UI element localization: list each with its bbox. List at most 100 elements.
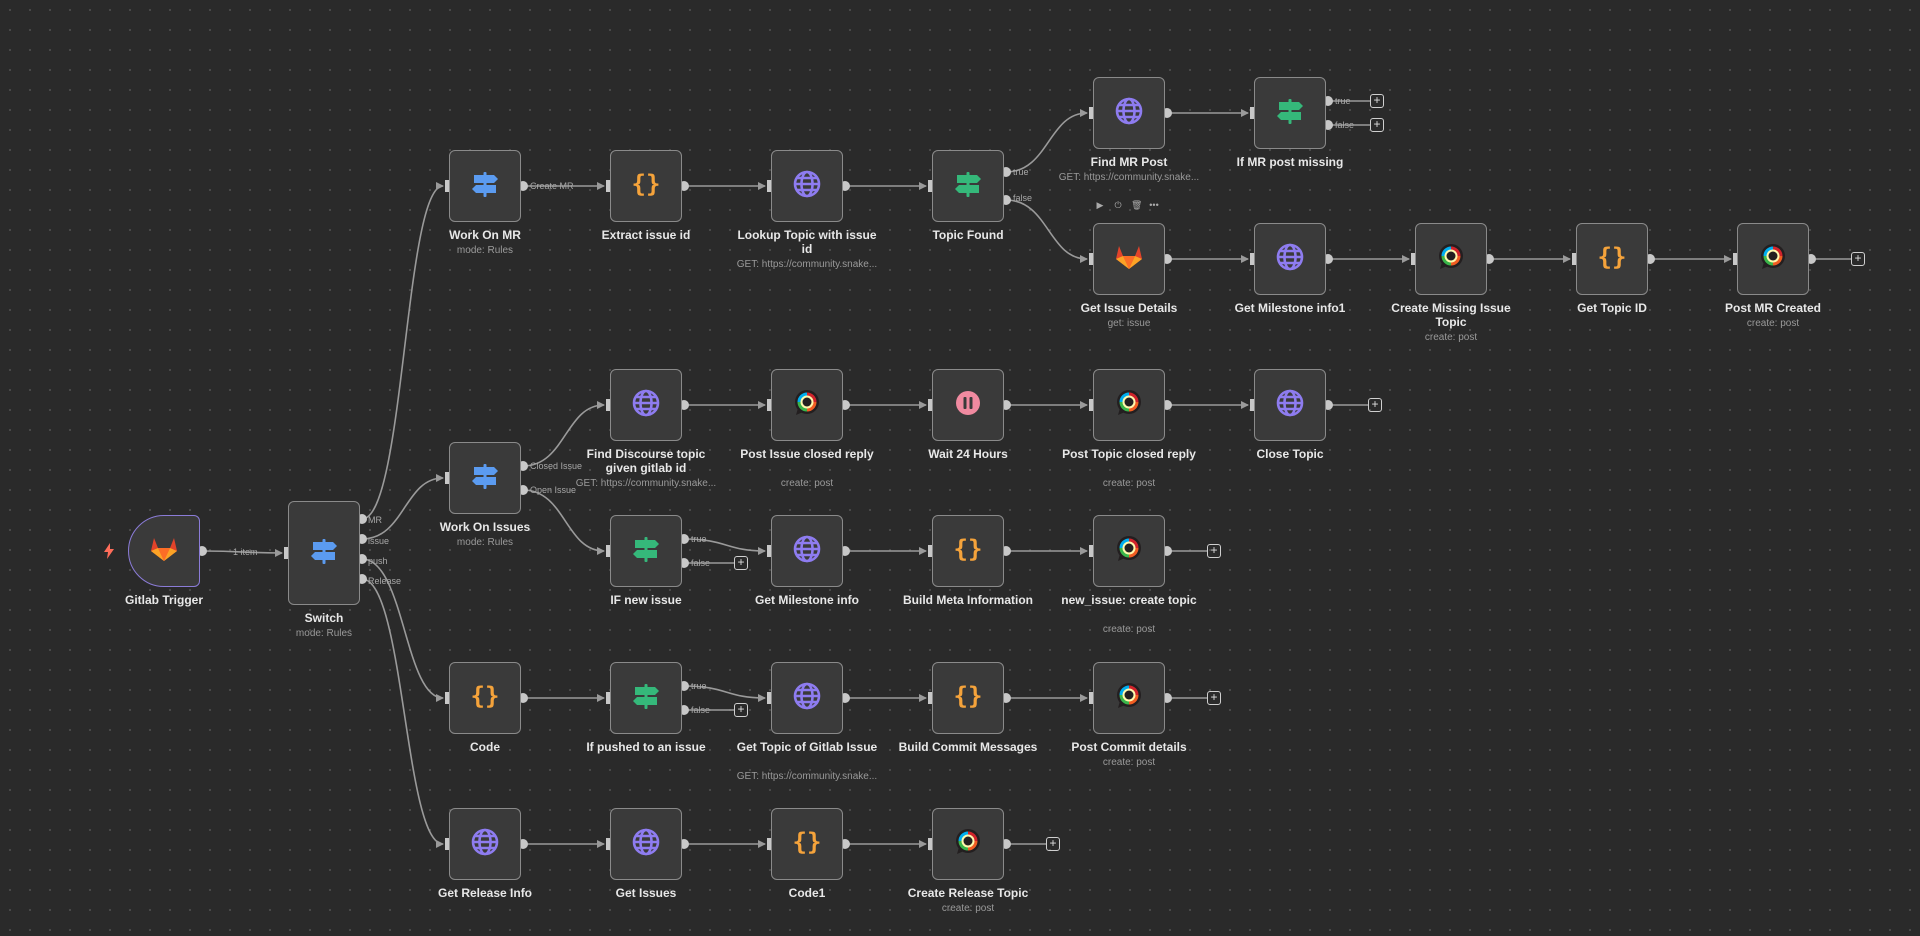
input-handle[interactable]	[1089, 253, 1093, 265]
connection-topic_found-find_mr_post[interactable]	[1005, 112, 1088, 173]
input-handle[interactable]	[606, 399, 610, 411]
node-post-mr-created[interactable]	[1737, 223, 1809, 295]
input-handle[interactable]	[928, 692, 932, 704]
connection-work_on_issues-find_discourse_topic[interactable]	[522, 404, 605, 467]
discourse-icon	[1112, 679, 1146, 718]
connection-switch-work_on_mr[interactable]	[361, 185, 444, 520]
connection-if_pushed_to_issue-get_topic_of_gitlab_issue[interactable]	[683, 685, 766, 699]
node-create-release-topic[interactable]	[932, 808, 1004, 880]
node-switch[interactable]	[288, 501, 360, 605]
switch-icon	[307, 534, 341, 573]
node-get-milestone-info1[interactable]	[1254, 223, 1326, 295]
add-node-button[interactable]: +	[1207, 691, 1221, 705]
node-wait-24-hours[interactable]	[932, 369, 1004, 441]
node-work-on-mr[interactable]	[449, 150, 521, 222]
node-create-missing-issue-topic[interactable]	[1415, 223, 1487, 295]
arrow-head	[758, 182, 766, 190]
add-node-button[interactable]: +	[1851, 252, 1865, 266]
input-handle[interactable]	[606, 545, 610, 557]
input-handle[interactable]	[445, 472, 449, 484]
input-handle[interactable]	[445, 838, 449, 850]
input-handle[interactable]	[767, 692, 771, 704]
input-handle[interactable]	[767, 399, 771, 411]
connection-switch-get_release_info[interactable]	[361, 578, 444, 845]
node-build-commit-messages[interactable]: {}	[932, 662, 1004, 734]
input-handle[interactable]	[1089, 545, 1093, 557]
input-handle[interactable]	[1733, 253, 1737, 265]
arrow-head	[436, 840, 444, 848]
node-post-issue-closed-reply[interactable]	[771, 369, 843, 441]
input-handle[interactable]	[767, 545, 771, 557]
node-title: Post Issue closed reply	[740, 447, 874, 461]
node-if-mr-post-missing[interactable]	[1254, 77, 1326, 149]
input-handle[interactable]	[1089, 399, 1093, 411]
connection-switch-work_on_issues[interactable]	[361, 477, 444, 540]
input-handle[interactable]	[928, 180, 932, 192]
node-if-new-issue[interactable]	[610, 515, 682, 587]
input-handle[interactable]	[928, 399, 932, 411]
node-find-mr-post[interactable]	[1093, 77, 1165, 149]
connection-switch-code[interactable]	[361, 558, 444, 699]
node-work-on-issues[interactable]	[449, 442, 521, 514]
input-handle[interactable]	[928, 545, 932, 557]
node-post-topic-closed-reply[interactable]	[1093, 369, 1165, 441]
input-handle[interactable]	[606, 180, 610, 192]
connection-work_on_issues-if_new_issue[interactable]	[522, 489, 605, 552]
node-lookup-topic[interactable]	[771, 150, 843, 222]
input-handle[interactable]	[928, 838, 932, 850]
node-get-issues[interactable]	[610, 808, 682, 880]
node-more-button[interactable]: •••	[1149, 200, 1159, 210]
node-post-commit-details[interactable]	[1093, 662, 1165, 734]
node-code[interactable]: {}	[449, 662, 521, 734]
add-node-button[interactable]: +	[1046, 837, 1060, 851]
node-gitlab-trigger[interactable]	[128, 515, 200, 587]
node-topic-found[interactable]	[932, 150, 1004, 222]
input-handle[interactable]	[1411, 253, 1415, 265]
input-handle[interactable]	[1250, 253, 1254, 265]
node-deactivate-button[interactable]: ⏻	[1114, 200, 1122, 210]
node-delete-button[interactable]: 🗑	[1131, 200, 1143, 210]
connection-if_new_issue-get_milestone_info[interactable]	[683, 538, 766, 552]
add-node-button[interactable]: +	[1370, 118, 1384, 132]
input-handle[interactable]	[1250, 107, 1254, 119]
node-title: Code	[470, 740, 500, 754]
node-find-discourse-topic[interactable]	[610, 369, 682, 441]
add-node-button[interactable]: +	[1368, 398, 1382, 412]
node-code1[interactable]: {}	[771, 808, 843, 880]
node-get-issue-details[interactable]	[1093, 223, 1165, 295]
input-handle[interactable]	[606, 838, 610, 850]
node-title: If pushed to an issue	[586, 740, 706, 754]
input-handle[interactable]	[445, 692, 449, 704]
node-close-topic[interactable]	[1254, 369, 1326, 441]
node-execute-button[interactable]: ▶	[1096, 200, 1104, 210]
connection-gitlab_trigger-switch[interactable]	[201, 550, 283, 554]
node-new-issue-create-topic[interactable]	[1093, 515, 1165, 587]
add-node-button[interactable]: +	[1207, 544, 1221, 558]
input-handle[interactable]	[1089, 107, 1093, 119]
input-handle[interactable]	[1250, 399, 1254, 411]
node-get-milestone-info[interactable]	[771, 515, 843, 587]
node-if-pushed-to-issue[interactable]	[610, 662, 682, 734]
node-get-topic-id[interactable]: {}	[1576, 223, 1648, 295]
input-handle[interactable]	[1572, 253, 1576, 265]
node-extract-issue-id[interactable]: {}	[610, 150, 682, 222]
node-title: Get Topic ID	[1577, 301, 1647, 315]
edge-label-true: true	[691, 534, 707, 544]
add-node-button[interactable]: +	[734, 556, 748, 570]
connection-topic_found-get_issue_details[interactable]	[1005, 199, 1088, 260]
node-subtitle: create: post	[941, 903, 995, 914]
input-handle[interactable]	[606, 692, 610, 704]
arrow-head	[1080, 401, 1088, 409]
node-title: Get Issues	[615, 886, 677, 900]
input-handle[interactable]	[767, 838, 771, 850]
edge-label-false: false	[691, 705, 711, 715]
node-get-release-info[interactable]	[449, 808, 521, 880]
add-node-button[interactable]: +	[1370, 94, 1384, 108]
input-handle[interactable]	[767, 180, 771, 192]
input-handle[interactable]	[284, 547, 288, 559]
input-handle[interactable]	[1089, 692, 1093, 704]
node-get-topic-of-gitlab-issue[interactable]	[771, 662, 843, 734]
node-build-meta-information[interactable]: {}	[932, 515, 1004, 587]
add-node-button[interactable]: +	[734, 703, 748, 717]
input-handle[interactable]	[445, 180, 449, 192]
